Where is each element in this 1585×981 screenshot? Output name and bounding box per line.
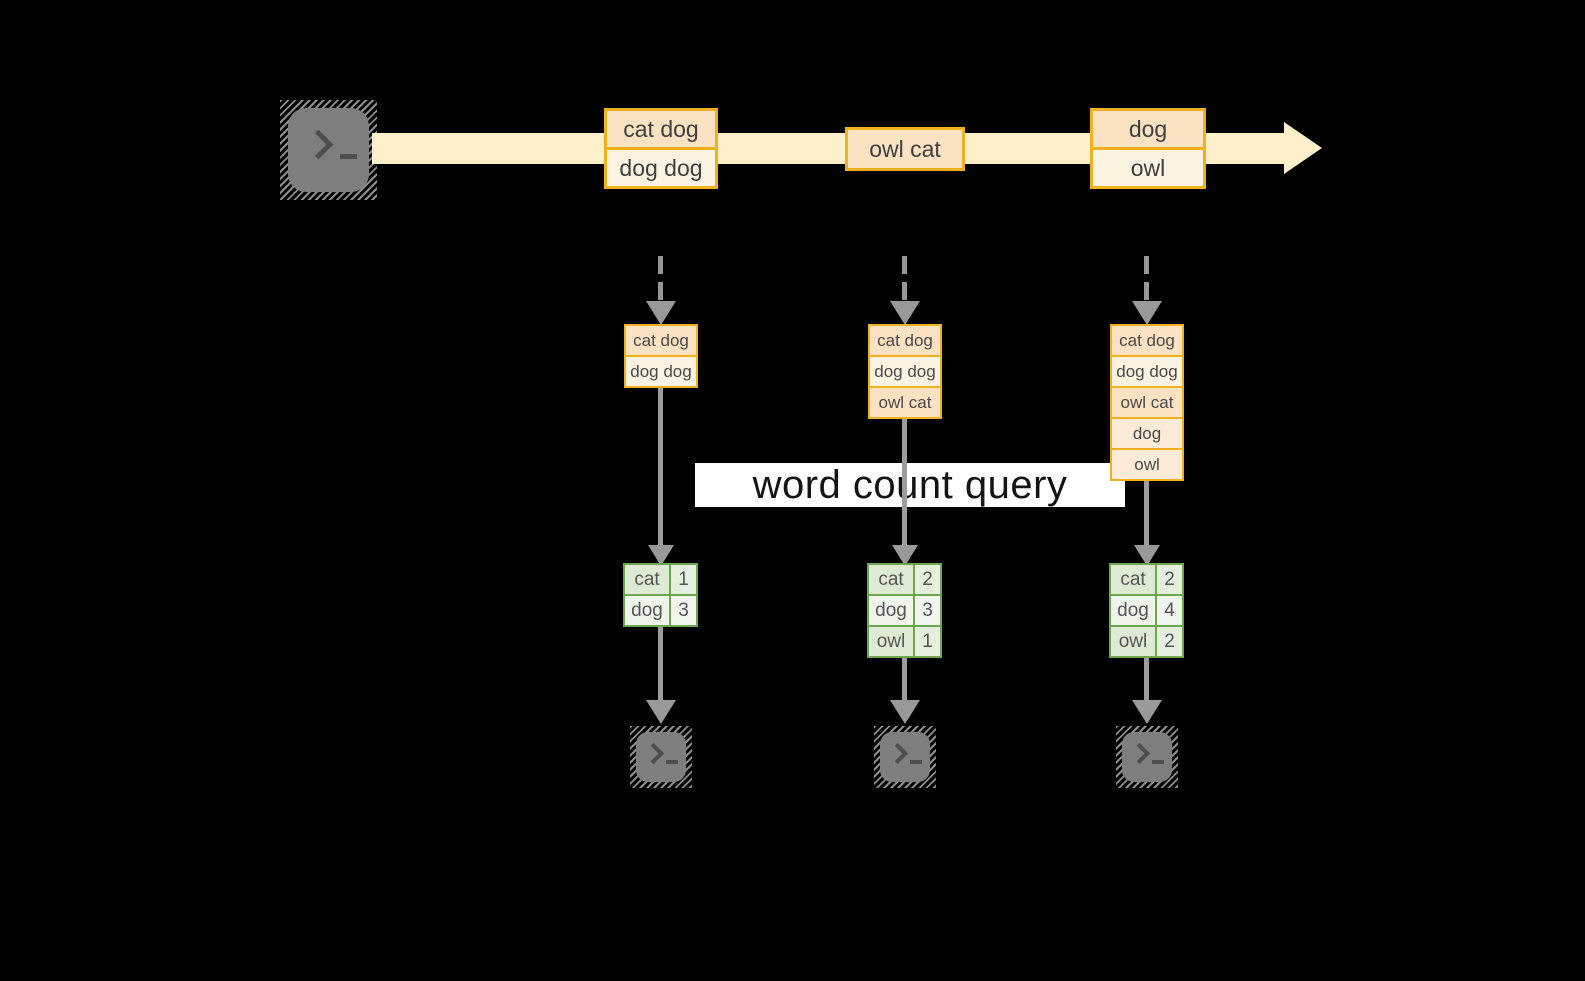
terminal-icon-output-1 [630,726,692,788]
ingest-arrowhead-3 [1132,301,1162,325]
count-word-cell: owl [869,627,913,656]
count-value-cell: 2 [1157,565,1182,594]
count-table-1: cat 1 dog 3 [623,563,698,627]
flow-line-buffer-to-table-2 [902,419,907,547]
flow-line-table-to-output-3 [1144,658,1149,702]
ingest-dashed-line-2 [902,256,907,301]
message-buffer-3: cat dog dog dog owl cat dog owl [1110,324,1184,481]
count-word-cell: dog [1111,596,1155,625]
stream-message-line: cat dog [607,111,715,147]
query-banner-label: word count query [752,462,1068,507]
ingest-arrowhead-2 [890,301,920,325]
terminal-icon-output-2 [874,726,936,788]
terminal-icon-output-3 [1116,726,1178,788]
count-word-cell: cat [625,565,669,594]
table-arrowhead-1 [648,545,674,566]
output-arrowhead-1 [646,700,676,724]
stream-arrowhead-icon [1284,122,1322,174]
buffer-row: cat dog [1112,326,1182,355]
stream-message-line: owl cat [848,130,962,168]
message-buffer-2: cat dog dog dog owl cat [868,324,942,419]
stream-message-1: cat dog dog dog [604,108,718,189]
flow-line-buffer-to-table-3 [1144,481,1149,547]
count-value-cell: 3 [915,596,940,625]
buffer-row: owl cat [870,386,940,417]
count-word-cell: cat [1111,565,1155,594]
terminal-icon-body [1122,732,1172,782]
table-arrowhead-2 [892,545,918,566]
count-table-2: cat 2 dog 3 owl 1 [867,563,942,658]
terminal-icon-body [880,732,930,782]
flow-line-table-to-output-1 [658,627,663,702]
count-word-cell: cat [869,565,913,594]
buffer-row: dog [1112,417,1182,448]
prompt-cursor-icon [910,760,922,764]
output-arrowhead-2 [890,700,920,724]
flow-line-table-to-output-2 [902,658,907,702]
prompt-chevron-icon [642,742,665,765]
ingest-dashed-line-1 [658,256,663,301]
count-value-cell: 1 [671,565,696,594]
stream-message-2: owl cat [845,127,965,171]
count-value-cell: 2 [915,565,940,594]
count-value-cell: 4 [1157,596,1182,625]
flow-line-buffer-to-table-1 [658,388,663,547]
prompt-cursor-icon [666,760,678,764]
buffer-row: cat dog [870,326,940,355]
ingest-arrowhead-1 [646,301,676,325]
stream-message-line: dog dog [607,147,715,186]
count-value-cell: 3 [671,596,696,625]
prompt-chevron-icon [1128,742,1151,765]
count-table-3: cat 2 dog 4 owl 2 [1109,563,1184,658]
buffer-row: cat dog [626,326,696,355]
message-buffer-1: cat dog dog dog [624,324,698,388]
terminal-icon-body [636,732,686,782]
prompt-cursor-icon [1152,760,1164,764]
terminal-icon-source [280,100,377,200]
stream-message-3: dog owl [1090,108,1206,189]
count-word-cell: dog [869,596,913,625]
output-arrowhead-3 [1132,700,1162,724]
terminal-icon-source-body [288,108,369,192]
count-word-cell: dog [625,596,669,625]
ingest-dashed-line-3 [1144,256,1149,301]
count-value-cell: 2 [1157,627,1182,656]
prompt-cursor-icon [340,154,357,159]
buffer-row: dog dog [626,355,696,386]
prompt-chevron-icon [886,742,909,765]
buffer-row: owl [1112,448,1182,479]
buffer-row: dog dog [1112,355,1182,386]
count-word-cell: owl [1111,627,1155,656]
prompt-chevron-icon [303,129,334,160]
stream-message-line: owl [1093,147,1203,186]
count-value-cell: 1 [915,627,940,656]
stream-message-line: dog [1093,111,1203,147]
buffer-row: owl cat [1112,386,1182,417]
table-arrowhead-3 [1134,545,1160,566]
query-banner: word count query [695,463,1125,507]
buffer-row: dog dog [870,355,940,386]
